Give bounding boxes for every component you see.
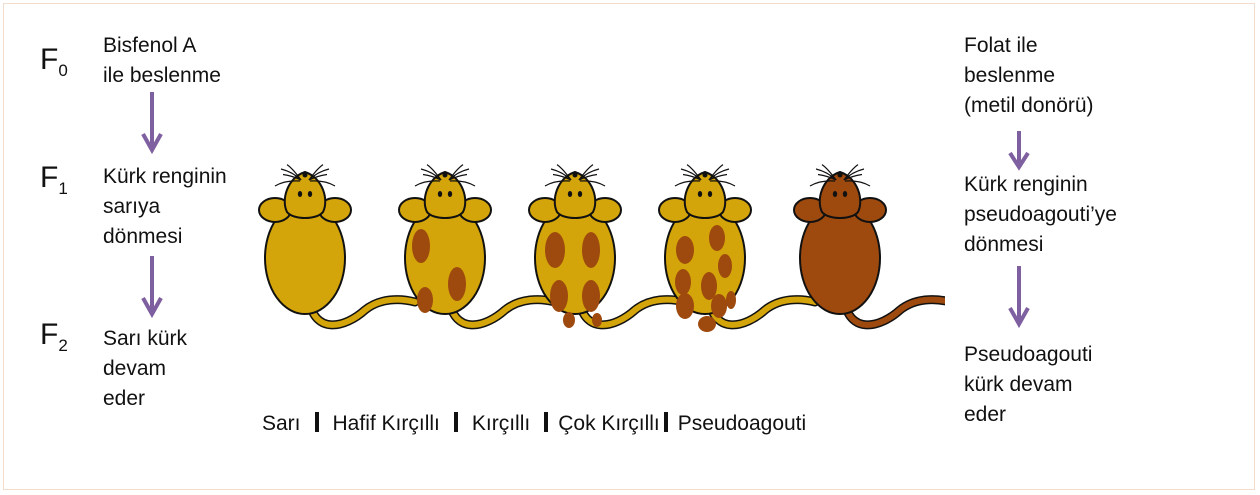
- coat-spot: [698, 316, 716, 332]
- separator-bar: [664, 412, 668, 432]
- f0-bisphenol-text: Bisfenol A ile beslenme: [103, 31, 221, 91]
- coat-spot: [711, 294, 727, 318]
- coat-spot: [676, 293, 694, 319]
- mouse-icon: [259, 165, 415, 325]
- separator-bar: [544, 412, 548, 432]
- pseudoagouti-change-text: Kürk renginin pseudoagouti’ye dönmesi: [964, 170, 1117, 260]
- coat-spot: [563, 312, 575, 328]
- coat-spot: [709, 225, 725, 251]
- coat-spot: [582, 232, 600, 268]
- coat-spot: [726, 291, 736, 309]
- generation-f0-label: F0: [40, 45, 68, 86]
- coat-spot: [675, 269, 691, 295]
- separator-bar: [454, 412, 458, 432]
- down-arrow-icon: [1007, 131, 1031, 171]
- coat-spot: [582, 280, 600, 312]
- coat-spot: [592, 313, 602, 327]
- coat-spot: [550, 280, 568, 312]
- phenotype-label: Kırçıllı: [472, 412, 530, 436]
- coat-spot: [448, 267, 466, 301]
- down-arrow-icon: [140, 92, 164, 156]
- folate-feeding-text: Folat ile beslenme (metil donörü): [964, 31, 1094, 121]
- down-arrow-icon: [140, 256, 164, 320]
- separator-bar: [315, 412, 319, 432]
- phenotype-label: Pseudoagouti: [678, 412, 806, 436]
- phenotype-label: Sarı: [262, 412, 301, 436]
- f2-yellow-continues-text: Sarı kürk devam eder: [103, 324, 187, 414]
- mouse-icon: [794, 165, 945, 325]
- mouse-icon: [399, 165, 555, 325]
- coat-spot: [545, 232, 565, 268]
- generation-f2-label: F2: [40, 320, 68, 361]
- coat-spot: [701, 272, 717, 300]
- mice-row: [245, 150, 945, 350]
- phenotype-label: Çok Kırçıllı: [558, 412, 660, 436]
- mouse-icon: [659, 165, 815, 332]
- mouse-icon: [529, 165, 685, 328]
- coat-spot: [676, 236, 694, 264]
- f1-yellow-coat-text: Kürk renginin sarıya dönmesi: [103, 162, 227, 252]
- phenotype-labels: Sarı Hafif Kırçıllı Kırçıllı Çok Kırçıllı Ps…: [262, 412, 806, 436]
- coat-spot: [412, 229, 430, 263]
- generation-f1-label: F1: [40, 163, 68, 204]
- down-arrow-icon: [1007, 266, 1031, 330]
- pseudoagouti-continues-text: Pseudoagouti kürk devam eder: [964, 340, 1092, 430]
- coat-spot: [718, 254, 732, 278]
- coat-spot: [417, 287, 433, 313]
- phenotype-label: Hafif Kırçıllı: [333, 412, 440, 436]
